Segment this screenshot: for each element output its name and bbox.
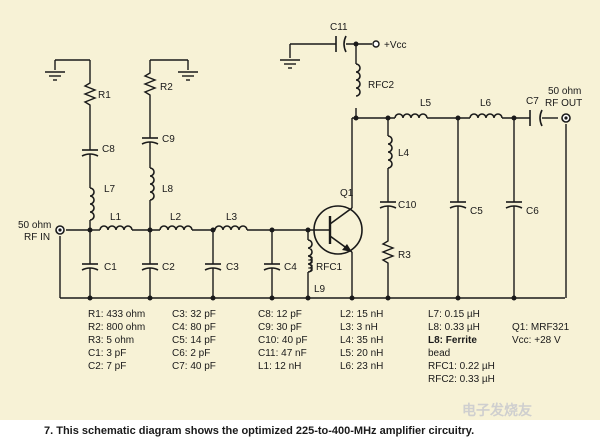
value-col5-row5: RFC1: 0.22 µH xyxy=(428,361,495,372)
value-col4-row4: L5: 20 nH xyxy=(340,348,383,359)
label-c2: C2 xyxy=(162,262,175,273)
inductor-l6 xyxy=(469,113,503,119)
value-col2-row4: C6: 2 pF xyxy=(172,348,210,359)
value-col2-row3: C5: 14 pF xyxy=(172,335,216,346)
label-r3: R3 xyxy=(398,250,411,261)
value-col5-row1: L7: 0.15 µH xyxy=(428,309,480,320)
value-col3-row4: C11: 47 nF xyxy=(258,348,307,359)
label-l4: L4 xyxy=(398,148,410,159)
inductor-l5 xyxy=(394,113,428,119)
label-l8: L8 xyxy=(162,184,174,195)
junctions xyxy=(87,41,517,301)
label-c10: C10 xyxy=(398,200,417,211)
value-col5-row2: L8: 0.33 µH xyxy=(428,322,480,333)
label-rf-out: RF OUT xyxy=(545,98,582,109)
capacitor-c5 xyxy=(449,195,467,213)
label-l9: L9 xyxy=(314,284,326,295)
label-rfc2: RFC2 xyxy=(368,80,395,91)
label-c5: C5 xyxy=(470,206,483,217)
value-col5-row6: RFC2: 0.33 µH xyxy=(428,374,495,385)
label-c4: C4 xyxy=(284,262,297,273)
figure-caption: 7. This schematic diagram shows the opti… xyxy=(44,425,475,437)
value-col1-row1: R1: 433 ohm xyxy=(88,309,145,320)
resistor-r3 xyxy=(382,237,394,269)
value-col6-row1: Q1: MRF321 xyxy=(512,322,570,333)
label-rfc1: RFC1 xyxy=(316,262,343,273)
value-col3-row3: C10: 40 pF xyxy=(258,335,307,346)
inductor-l8 xyxy=(149,167,155,201)
label-rf-in: RF IN xyxy=(24,232,50,243)
capacitor-c4 xyxy=(263,257,281,275)
schematic-panel xyxy=(0,0,600,420)
capacitor-c3 xyxy=(204,257,222,275)
ground-symbol-r1 xyxy=(44,71,66,81)
value-col5-row3: L8: Ferrite xyxy=(428,335,477,346)
value-col2-row1: C3: 32 pF xyxy=(172,309,216,320)
value-col3-row1: C8: 12 pF xyxy=(258,309,302,320)
capacitor-c1 xyxy=(81,257,99,275)
ground-symbol-r2 xyxy=(177,71,199,81)
label-c6: C6 xyxy=(526,206,539,217)
transistor-q1 xyxy=(313,205,363,255)
label-vcc: +Vcc xyxy=(384,40,407,51)
capacitor-c7 xyxy=(529,109,543,127)
label-c3: C3 xyxy=(226,262,239,273)
capacitor-c2 xyxy=(141,257,159,275)
inductor-l1 xyxy=(99,225,133,231)
capacitor-c6 xyxy=(505,195,523,213)
value-col1-row3: R3: 5 ohm xyxy=(88,335,134,346)
component-labels: R1 R2 R3 C8 C9 L7 L8 L1 L2 L3 C1 C2 C3 C… xyxy=(18,22,582,295)
capacitor-c9 xyxy=(141,131,159,149)
resistor-r1 xyxy=(84,79,96,111)
label-l2: L2 xyxy=(170,212,182,223)
label-rf-in-ohm: 50 ohm xyxy=(18,220,51,231)
inductor-rfc2 xyxy=(355,63,361,97)
label-c1: C1 xyxy=(104,262,117,273)
inductor-l2 xyxy=(159,225,193,231)
capacitor-c8 xyxy=(81,143,99,161)
label-l1: L1 xyxy=(110,212,122,223)
label-c9: C9 xyxy=(162,134,175,145)
label-l5: L5 xyxy=(420,98,432,109)
label-c7: C7 xyxy=(526,96,539,107)
capacitor-c10 xyxy=(379,195,397,213)
value-col4-row1: L2: 15 nH xyxy=(340,309,383,320)
capacitor-c11 xyxy=(335,35,347,53)
label-q1: Q1 xyxy=(340,188,354,199)
value-col2-row5: C7: 40 pF xyxy=(172,361,216,372)
value-col2-row2: C4: 80 pF xyxy=(172,322,216,333)
vcc-terminal xyxy=(372,40,380,48)
wires xyxy=(54,43,567,299)
component-values-table: R1: 433 ohm R2: 800 ohm R3: 5 ohm C1: 3 … xyxy=(88,309,570,385)
inductor-l4 xyxy=(387,135,393,169)
label-c8: C8 xyxy=(102,144,115,155)
value-col1-row2: R2: 800 ohm xyxy=(88,322,145,333)
value-col3-row2: C9: 30 pF xyxy=(258,322,302,333)
inductor-l9 xyxy=(307,255,313,273)
label-l7: L7 xyxy=(104,184,116,195)
watermark: 电子发烧友 xyxy=(462,402,532,418)
label-r2: R2 xyxy=(160,82,173,93)
value-col1-row4: C1: 3 pF xyxy=(88,348,126,359)
label-c11: C11 xyxy=(330,22,348,33)
schematic-diagram: R1 R2 R3 C8 C9 L7 L8 L1 L2 L3 C1 C2 C3 C… xyxy=(18,22,582,385)
label-l3: L3 xyxy=(226,212,238,223)
label-r1: R1 xyxy=(98,90,111,101)
value-col1-row5: C2: 7 pF xyxy=(88,361,126,372)
value-col6-row2: Vcc: +28 V xyxy=(512,335,561,346)
value-col5-row4: bead xyxy=(428,348,450,359)
ground-symbol-c11 xyxy=(279,59,301,69)
value-col4-row5: L6: 23 nH xyxy=(340,361,383,372)
label-rf-out-ohm: 50 ohm xyxy=(548,86,581,97)
value-col4-row2: L3: 3 nH xyxy=(340,322,378,333)
value-col3-row5: L1: 12 nH xyxy=(258,361,301,372)
value-col4-row3: L4: 35 nH xyxy=(340,335,383,346)
label-l6: L6 xyxy=(480,98,492,109)
resistor-r2 xyxy=(144,69,156,101)
inductor-l3 xyxy=(214,225,248,231)
inductor-l7 xyxy=(89,187,95,221)
